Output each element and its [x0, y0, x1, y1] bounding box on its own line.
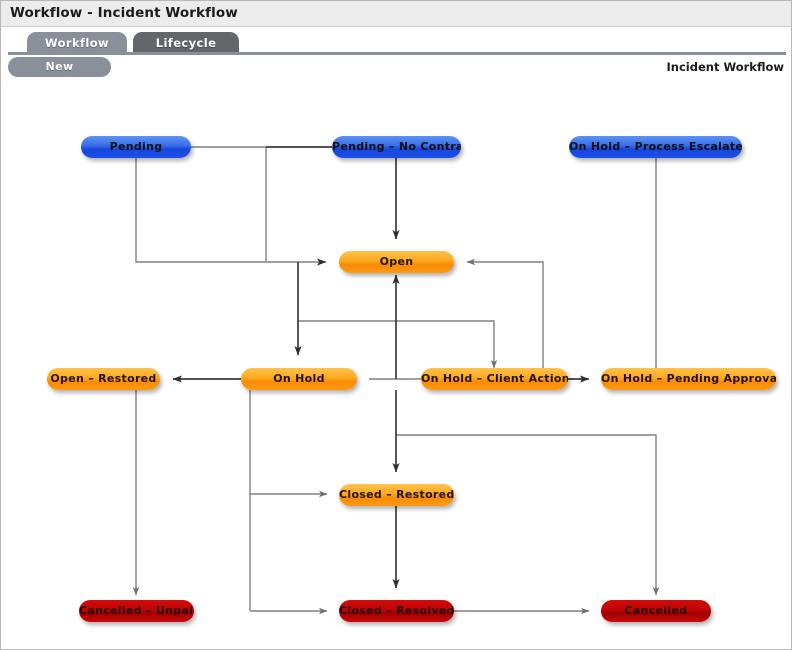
tab-strip: Workflow Lifecycle — [1, 27, 791, 55]
node-closed-resolved[interactable]: Closed – Resolved — [339, 600, 454, 622]
workflow-edges — [132, 146, 660, 615]
node-cancelled[interactable]: Cancelled — [601, 600, 711, 622]
edge-pending-to-open — [135, 147, 327, 266]
tab-lifecycle[interactable]: Lifecycle — [133, 32, 239, 55]
node-pending[interactable]: Pending — [81, 136, 191, 158]
window-title-bar: Workflow - Incident Workflow — [1, 1, 791, 27]
node-cancelled-unpaid[interactable]: Cancelled – Unpaid — [79, 600, 194, 622]
node-on-hold-pending-approval[interactable]: On Hold – Pending Approval — [601, 368, 776, 390]
node-on-hold-process-escalated[interactable]: On Hold – Process Escalated — [569, 136, 742, 158]
edge-open-to-clientaction — [298, 320, 498, 369]
toolbar: New Incident Workflow — [1, 57, 791, 81]
node-closed-restored[interactable]: Closed – Restored — [339, 484, 454, 506]
tab-strip-divider — [8, 52, 786, 55]
node-pending-no-contract[interactable]: Pending – No Contract — [332, 136, 461, 158]
node-on-hold-client-action[interactable]: On Hold – Client Action — [421, 368, 568, 390]
node-open[interactable]: Open — [339, 251, 454, 273]
node-on-hold[interactable]: On Hold — [241, 368, 357, 390]
edge-clientaction-to-open — [466, 258, 544, 368]
new-button[interactable]: New — [8, 57, 111, 77]
tab-workflow[interactable]: Workflow — [27, 32, 127, 55]
workflow-caption: Incident Workflow — [666, 60, 785, 74]
workflow-diagram-canvas: Pending Pending – No Contract On Hold – … — [1, 83, 791, 649]
edge-open-to-cancelled — [396, 434, 660, 596]
node-open-restored[interactable]: Open – Restored — [47, 368, 160, 390]
page-title: Workflow - Incident Workflow — [10, 5, 238, 21]
